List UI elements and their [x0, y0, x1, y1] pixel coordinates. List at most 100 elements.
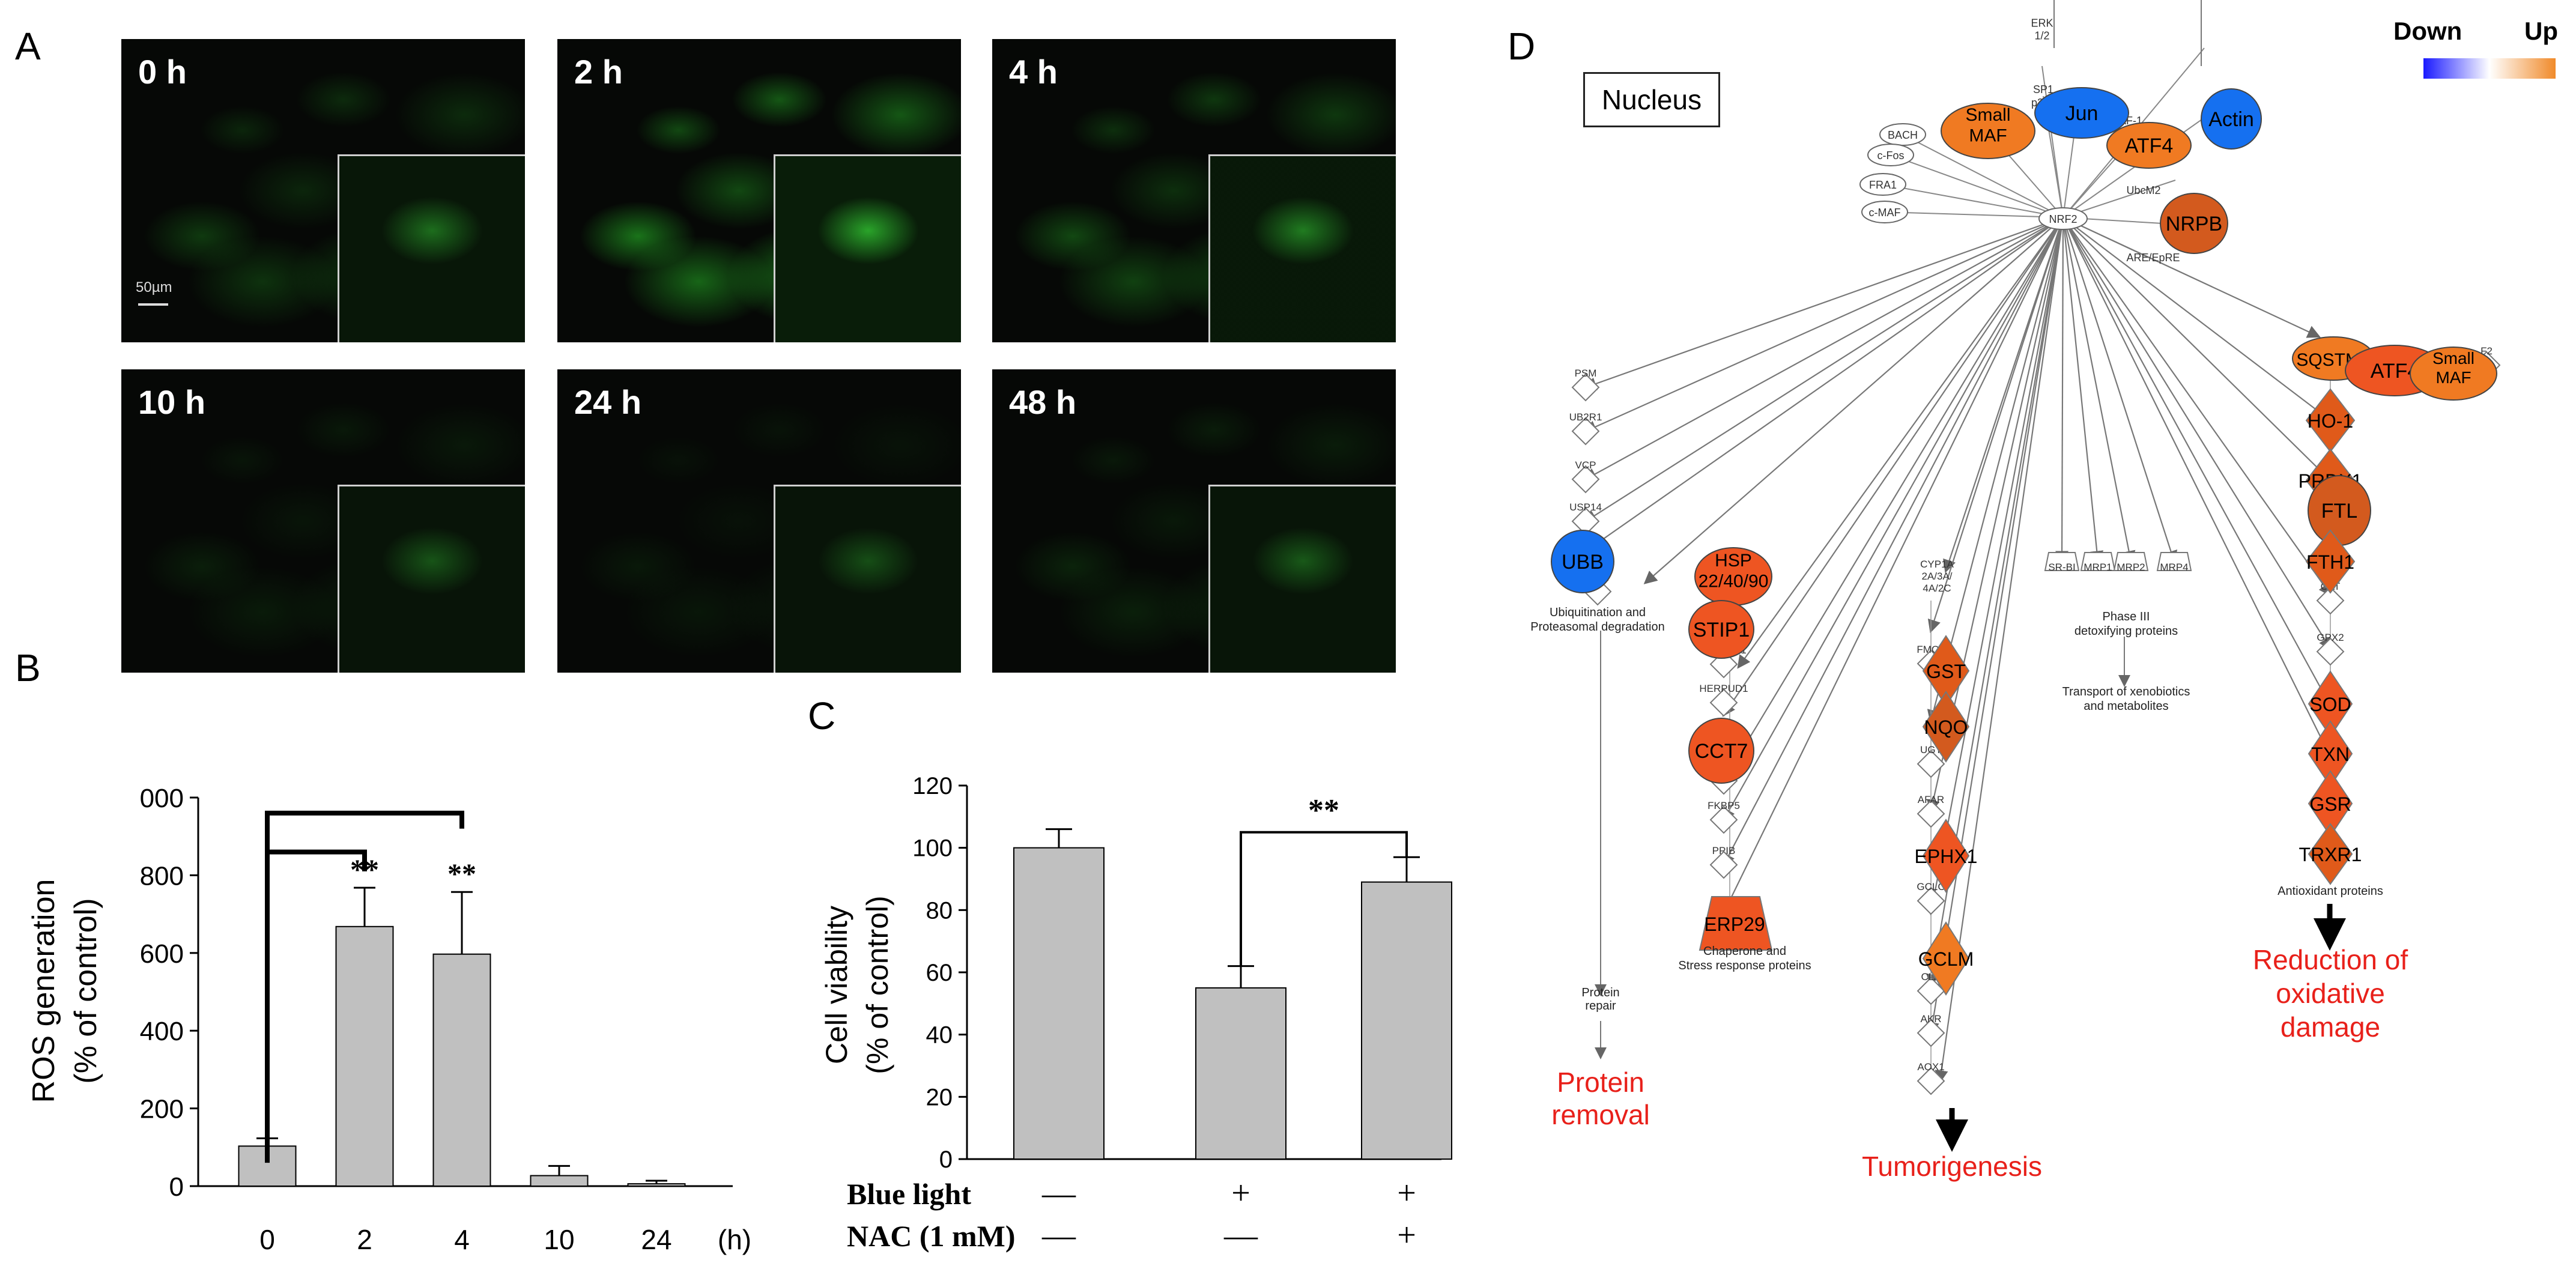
node-jun-label: Jun — [2065, 102, 2099, 125]
node-trxr1 — [2308, 823, 2353, 885]
group-label: Antioxidant proteins — [2277, 885, 2383, 898]
node-nqo — [1922, 691, 1970, 763]
treatment-value: + — [1231, 1175, 1250, 1212]
small-node-label: USP14 — [1569, 501, 1602, 513]
pathway-edge — [1583, 216, 2064, 433]
small-diamond-node — [2316, 637, 2345, 666]
node-small-maf-2 — [2410, 347, 2497, 401]
micrograph-2h: 2 h — [557, 39, 961, 342]
small-node — [1861, 201, 1908, 223]
pathway-edge — [1722, 217, 2064, 915]
micrograph-time-label: 4 h — [1009, 53, 1058, 91]
y-tick-label: 0 — [169, 1172, 184, 1202]
y-tick-label: 000 — [140, 784, 184, 813]
scale-bar — [138, 303, 168, 306]
node-cct7-label: CCT7 — [1695, 740, 1748, 763]
node-txn-label: TXN — [2311, 744, 2350, 765]
comparison-bracket — [265, 813, 367, 871]
legend-gradient — [2423, 58, 2556, 79]
y-axis-label: ROS generation — [26, 879, 61, 1103]
node-gclm — [1922, 921, 1970, 996]
ros-bar — [335, 925, 394, 1187]
micrograph-4h: 4 h — [992, 39, 1396, 342]
upstream-edge — [2041, 65, 2064, 218]
small-diamond-node — [1917, 1019, 1945, 1047]
transporter-node — [2044, 552, 2080, 571]
comparison-bracket — [1240, 831, 1408, 966]
small-diamond-node — [1709, 688, 1738, 717]
node-nrpb — [2160, 193, 2228, 254]
ros-bar — [627, 1183, 686, 1187]
y-tick-label: 400 — [140, 1017, 184, 1046]
x-tick-label: 10 — [544, 1224, 574, 1255]
pathway-edge — [2062, 217, 2332, 708]
micrograph-inset — [774, 154, 961, 342]
nucleus-label: Nucleus — [1601, 84, 1702, 115]
y-tick-label: 80 — [926, 897, 953, 924]
node-gsr-label: GSR — [2309, 793, 2351, 815]
pathway-edge — [1583, 217, 2064, 553]
small-node — [1867, 144, 1914, 166]
small-node-label: HERPUD1 — [1699, 683, 1748, 694]
treatment-value: — — [1041, 1175, 1076, 1212]
node-ubb — [1551, 530, 1614, 593]
small-node-label: AKR — [1921, 1013, 1942, 1025]
node-actin — [2201, 88, 2262, 150]
node-gst-label: GST — [1926, 661, 1966, 682]
node-ho1-label: HO-1 — [2308, 410, 2353, 432]
node-ephx1-label: EPHX1 — [1915, 846, 1978, 867]
nrf2-pathway-diagram: ERK1/2BACHc-FosFRA1c-MAFSP1p300MAF-1NRF2… — [1530, 0, 2501, 1182]
pathway-edge — [1643, 217, 2064, 584]
pathway-edge — [1927, 217, 2064, 724]
pathway-edge — [2062, 217, 2321, 338]
micrograph-time-label: 2 h — [574, 53, 623, 91]
x-tick-label: 24 — [641, 1224, 671, 1255]
small-node-label: AOX1 — [1917, 1061, 1944, 1073]
node-ubb-label: UBB — [1562, 551, 1604, 574]
x-tick-label: 0 — [259, 1224, 275, 1255]
x-unit-label: (h) — [718, 1224, 751, 1255]
node-gclm-label: GCLM — [1918, 948, 1974, 970]
significance-mark: ** — [1308, 793, 1339, 828]
micrograph-time-label: 0 h — [138, 53, 187, 91]
small-node-label: SP1 — [2033, 83, 2053, 95]
node-nrpb-label: NRPB — [2166, 213, 2222, 235]
node-stip1 — [1688, 600, 1754, 659]
node-jun — [2034, 87, 2129, 139]
pathway-edges — [1583, 0, 2346, 1152]
small-node-label: PPIB — [1712, 845, 1736, 856]
small-node-label: MRP1 — [2084, 562, 2112, 573]
panel-label-a: A — [15, 25, 41, 68]
treatment-value: + — [1397, 1175, 1416, 1212]
y-tick-label: 20 — [926, 1084, 953, 1110]
y-tick-label: 600 — [140, 939, 184, 969]
transporter-node — [2156, 552, 2192, 571]
ros-bar — [432, 953, 491, 1187]
node-fth1-label: FTH1 — [2306, 551, 2354, 573]
x-tick-label: 4 — [454, 1224, 470, 1255]
small-node-label: MRP2 — [2117, 562, 2145, 573]
pathway-edge — [1583, 216, 2064, 390]
pathway-edge — [2062, 217, 2178, 565]
small-diamond-node — [1917, 886, 1945, 915]
pathway-edge — [2062, 217, 2332, 597]
small-diamond-node — [1709, 850, 1738, 879]
pathway-edge — [1722, 217, 2064, 822]
small-node — [2038, 207, 2088, 230]
transporter-node — [2113, 552, 2149, 571]
micrograph-inset — [1208, 485, 1396, 673]
treatment-value: — — [1041, 1217, 1076, 1254]
pathway-edge — [1926, 217, 2064, 1036]
upstream-edge — [1884, 211, 2064, 218]
treatment-value: — — [1223, 1217, 1258, 1254]
small-node-label: AFAR — [1918, 794, 1944, 805]
micrograph-inset — [774, 485, 961, 673]
